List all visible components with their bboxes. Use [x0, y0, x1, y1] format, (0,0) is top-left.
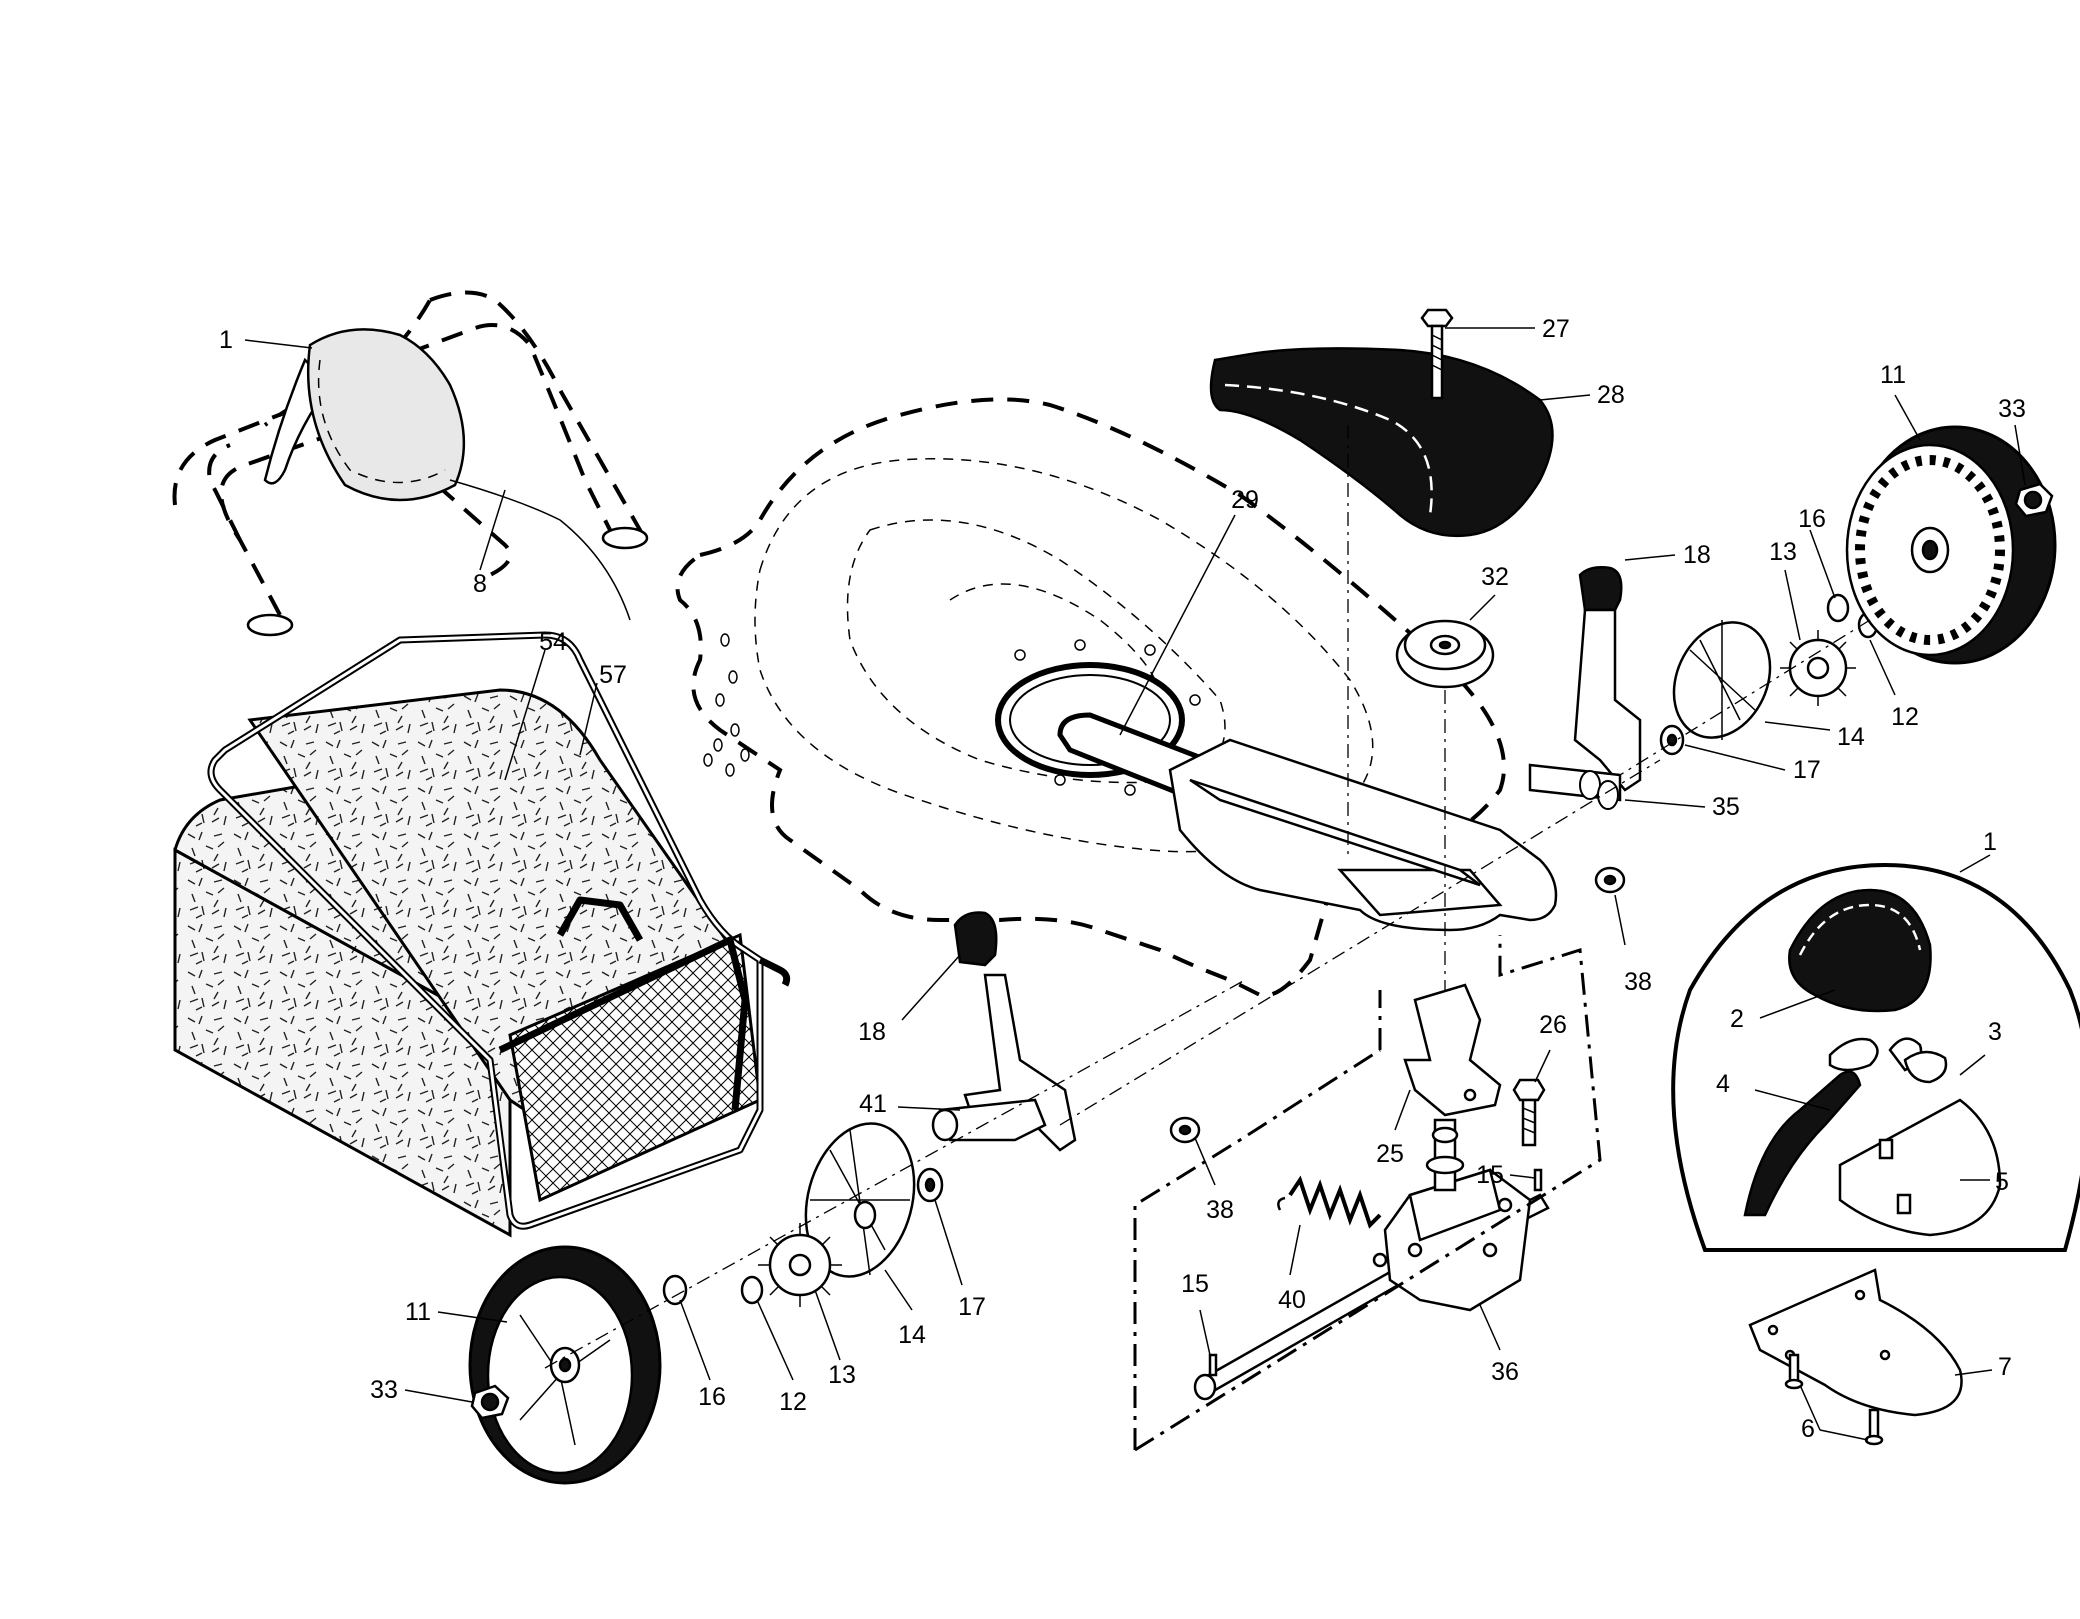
callout-40: 40 [1278, 1286, 1306, 1314]
leader-lines [244, 327, 2026, 1441]
callout-54: 54 [539, 628, 567, 656]
callout-3: 3 [1988, 1018, 2002, 1046]
right-drive-gear [1780, 630, 1856, 706]
handle-assembly [172, 290, 649, 637]
transmission-bolt [1512, 1078, 1546, 1147]
left-washers [662, 1167, 944, 1306]
callout-35: 35 [1712, 793, 1740, 821]
left-gear-cover [804, 1122, 916, 1278]
callout-33-right: 33 [1998, 395, 2026, 423]
callout-15-right: 15 [1476, 1161, 1504, 1189]
belt-cover-housing [1168, 738, 1558, 932]
callout-17-right: 17 [1793, 756, 1821, 784]
transmission-bracket [1403, 983, 1502, 1117]
right-wheel [1845, 425, 2057, 665]
callout-16-left: 16 [698, 1383, 726, 1411]
callout-27: 27 [1542, 315, 1570, 343]
callout-13-left: 13 [828, 1361, 856, 1389]
callout-17-left: 17 [958, 1293, 986, 1321]
pulley [1395, 619, 1495, 689]
callout-14-left: 14 [898, 1321, 926, 1349]
callout-29: 29 [1231, 486, 1259, 514]
callout-8: 8 [473, 570, 487, 598]
right-spacer [1594, 866, 1626, 894]
callout-11-right: 11 [1880, 361, 1906, 389]
callout-labels: 1 8 54 57 29 27 28 32 18 11 33 16 13 12 … [219, 315, 2026, 1443]
roll-pins [1208, 1168, 1543, 1377]
transmission [1372, 1118, 1532, 1312]
callout-26: 26 [1539, 1011, 1567, 1039]
drive-group-boundary [1133, 935, 1602, 1452]
callout-7: 7 [1998, 1353, 2012, 1381]
bag-frame [207, 631, 791, 1230]
pivot-plate [1748, 1268, 1963, 1417]
deck-vent-holes [703, 633, 750, 777]
callout-12-left: 12 [779, 1388, 807, 1416]
callout-2: 2 [1730, 1005, 1744, 1033]
callout-18-left: 18 [858, 1018, 886, 1046]
callout-25: 25 [1376, 1140, 1404, 1168]
left-drive-gear [758, 1223, 842, 1307]
callout-36: 36 [1491, 1358, 1519, 1386]
callout-33-left: 33 [370, 1376, 398, 1404]
axle-centerlines [544, 425, 1871, 1369]
left-height-adjuster [931, 911, 1077, 1152]
callout-11-left: 11 [405, 1298, 431, 1326]
belt-cover [1209, 347, 1554, 537]
callout-13-right: 13 [1769, 538, 1797, 566]
callout-12-right: 12 [1891, 703, 1919, 731]
right-gear-cover [1672, 620, 1772, 740]
spring [1277, 1175, 1382, 1229]
callout-41: 41 [859, 1090, 887, 1118]
callout-1-handle: 1 [219, 326, 233, 354]
right-washers [1659, 593, 1879, 756]
left-spacer [1169, 1116, 1201, 1144]
callout-18-right: 18 [1683, 541, 1711, 569]
detail-inset [1671, 862, 2080, 1252]
left-wheel [468, 1245, 662, 1485]
callout-14-right: 14 [1837, 723, 1865, 751]
callout-32: 32 [1481, 563, 1509, 591]
callout-1-inset: 1 [1983, 828, 1997, 856]
callout-57: 57 [599, 661, 627, 689]
callout-15-left: 15 [1181, 1270, 1209, 1298]
left-wheel-nut [470, 1384, 510, 1420]
callout-6: 6 [1801, 1415, 1815, 1443]
callout-28: 28 [1597, 381, 1625, 409]
right-wheel-nut [2014, 482, 2054, 518]
callout-5: 5 [1995, 1168, 2009, 1196]
callout-38-left: 38 [1206, 1196, 1234, 1224]
callout-38-right: 38 [1624, 968, 1652, 996]
right-height-adjuster [1528, 566, 1642, 810]
pivot-screws [1784, 1353, 1884, 1446]
cover-bolt [1420, 308, 1454, 400]
callout-16-right: 16 [1798, 505, 1826, 533]
grass-bag [173, 688, 762, 1238]
callout-4: 4 [1716, 1070, 1730, 1098]
